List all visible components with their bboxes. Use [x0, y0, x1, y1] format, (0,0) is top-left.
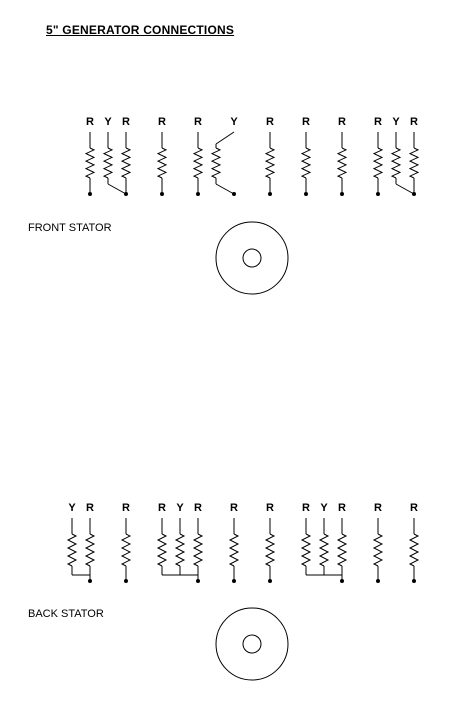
front-coil-resistor [192, 147, 204, 179]
back-coil-letter: R [122, 502, 130, 514]
front-coil-resistor [156, 147, 168, 179]
back-coil-resistor [192, 533, 204, 567]
front-terminal-dot [304, 192, 308, 196]
front-coil-letter: R [338, 116, 346, 128]
back-coil-letter: R [302, 502, 310, 514]
back-coil-resistor [228, 533, 240, 567]
back-coil-letter: R [194, 502, 202, 514]
back-terminal-dot [196, 579, 200, 583]
front-coil-resistor [84, 147, 96, 179]
back-coil-letter: R [410, 502, 418, 514]
back-terminal-dot [124, 579, 128, 583]
front-coil-letter: R [302, 116, 310, 128]
front-coil-resistor [372, 147, 384, 179]
back-coil-letter: R [86, 502, 94, 514]
front-coil-letter: R [266, 116, 274, 128]
front-terminal-dot [124, 192, 128, 196]
back-coil-letter: R [158, 502, 166, 514]
back-coil-letter: Y [176, 502, 184, 514]
front-coil-resistor [300, 147, 312, 179]
front-coil-resistor [210, 147, 222, 179]
front-bent-return [215, 183, 235, 195]
back-terminal-dot [232, 579, 236, 583]
front-coil-letter: Y [104, 116, 112, 128]
front-coil-resistor [120, 147, 132, 179]
back-terminal-dot [376, 579, 380, 583]
back-coil-letter: R [374, 502, 382, 514]
back-stator-label: BACK STATOR [28, 608, 104, 620]
back-coil-letter: R [338, 502, 346, 514]
front-coil-letter: R [122, 116, 130, 128]
back-terminal-dot [412, 579, 416, 583]
back-coil-resistor [84, 533, 96, 567]
front-stator-hole [242, 248, 262, 268]
front-terminal-dot [196, 192, 200, 196]
back-coil-resistor [336, 533, 348, 567]
back-coil-resistor [372, 533, 384, 567]
front-jumper [107, 183, 127, 195]
back-coil-resistor [318, 533, 330, 567]
front-terminal-dot [412, 192, 416, 196]
front-coil-letter: R [158, 116, 166, 128]
front-coil-letter: Y [392, 116, 400, 128]
front-coil-letter: R [194, 116, 202, 128]
back-coil-resistor [408, 533, 420, 567]
front-coil-letter: R [374, 116, 382, 128]
front-coil-resistor [408, 147, 420, 179]
back-stator-outer-ring [215, 607, 289, 681]
front-stator-label: FRONT STATOR [28, 222, 112, 234]
back-coil-resistor [66, 533, 78, 567]
front-coil-letter: R [86, 116, 94, 128]
back-coil-resistor [174, 533, 186, 567]
front-bent-lead [215, 131, 235, 145]
front-coil-letter: R [410, 116, 418, 128]
back-terminal-dot [268, 579, 272, 583]
page-title: 5" GENERATOR CONNECTIONS [46, 23, 235, 37]
back-stator-hole [242, 634, 262, 654]
front-terminal-dot [232, 192, 236, 196]
back-coil-letter: Y [320, 502, 328, 514]
back-coil-resistor [156, 533, 168, 567]
back-coil-resistor [120, 533, 132, 567]
back-coil-letter: R [266, 502, 274, 514]
front-terminal-dot [160, 192, 164, 196]
front-terminal-dot [88, 192, 92, 196]
front-coil-resistor [390, 147, 402, 179]
back-coil-letter: R [230, 502, 238, 514]
front-coil-resistor [336, 147, 348, 179]
back-coil-letter: Y [68, 502, 76, 514]
front-coil-letter: Y [230, 116, 238, 128]
front-terminal-dot [268, 192, 272, 196]
front-jumper [395, 183, 415, 195]
front-terminal-dot [340, 192, 344, 196]
back-coil-resistor [300, 533, 312, 567]
back-coil-resistor [264, 533, 276, 567]
front-stator-outer-ring [215, 221, 289, 295]
front-terminal-dot [376, 192, 380, 196]
back-terminal-dot [88, 579, 92, 583]
front-coil-resistor [264, 147, 276, 179]
back-terminal-dot [340, 579, 344, 583]
front-coil-resistor [102, 147, 114, 179]
